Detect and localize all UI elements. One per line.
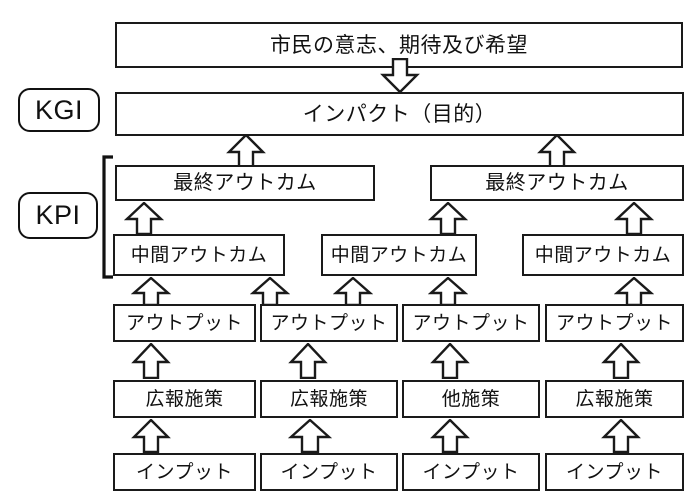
arrow-up-input-1-to-policy-1 [131, 419, 171, 453]
arrow-up-output-1-to-mid-1 [131, 277, 171, 306]
intermediate-outcome-box-3: 中間アウトカム [522, 234, 684, 276]
output-label-2: アウトプット [270, 312, 388, 334]
arrow-up-mid-outcome-2-to-final-2 [428, 202, 468, 235]
impact-label: インパクト（目的） [302, 102, 497, 126]
arrow-up-policy-4-to-output-4 [601, 343, 641, 379]
input-box-4: インプット [545, 453, 684, 491]
citizens-will-label: 市民の意志、期待及び希望 [270, 33, 528, 57]
input-label-4: インプット [566, 461, 663, 483]
arrow-up-input-3-to-policy-3 [430, 419, 470, 453]
arrow-up-input-4-to-policy-4 [601, 419, 641, 453]
output-label-1: アウトプット [125, 312, 243, 334]
arrow-up-final-outcome-1-to-impact [226, 134, 266, 168]
input-label-1: インプット [136, 461, 233, 483]
kpi-tag: KPI [18, 192, 98, 239]
intermediate-outcome-label-3: 中間アウトカム [534, 244, 672, 266]
arrow-up-final-outcome-2-to-impact [537, 134, 577, 168]
input-box-3: インプット [402, 453, 540, 491]
final-outcome-box-1: 最終アウトカム [115, 165, 375, 201]
arrow-up-mid-outcome-1-to-final-1 [124, 202, 164, 235]
policy-label-4: 広報施策 [575, 388, 654, 410]
output-box-3: アウトプット [402, 304, 540, 342]
intermediate-outcome-box-2: 中間アウトカム [321, 234, 477, 276]
policy-label-3: 他施策 [441, 388, 501, 410]
output-label-4: アウトプット [555, 312, 673, 334]
intermediate-outcome-box-1: 中間アウトカム [113, 234, 285, 276]
output-label-3: アウトプット [412, 312, 530, 334]
input-box-2: インプット [260, 453, 398, 491]
arrow-up-policy-1-to-output-1 [131, 343, 171, 379]
kgi-tag: KGI [18, 88, 100, 132]
arrow-up-input-2-to-policy-2 [288, 419, 332, 453]
output-box-2: アウトプット [260, 304, 398, 342]
input-label-3: インプット [422, 461, 520, 483]
policy-label-2: 広報施策 [289, 388, 368, 410]
policy-box-1: 広報施策 [113, 380, 256, 418]
input-label-2: インプット [280, 461, 378, 483]
arrow-up-output-3-to-mid-2 [428, 277, 468, 306]
policy-box-4: 広報施策 [545, 380, 684, 418]
arrow-down-will-to-impact [380, 58, 420, 94]
final-outcome-label-2: 最終アウトカム [485, 172, 629, 194]
impact-box: インパクト（目的） [115, 92, 684, 136]
kgi-tag-label: KGI [34, 94, 83, 125]
intermediate-outcome-label-1: 中間アウトカム [130, 244, 268, 266]
policy-box-2: 広報施策 [260, 380, 398, 418]
final-outcome-box-2: 最終アウトカム [430, 165, 684, 201]
final-outcome-label-1: 最終アウトカム [173, 172, 317, 194]
policy-box-3: 他施策 [402, 380, 540, 418]
arrow-up-mid-outcome-3-to-final-2 [614, 202, 654, 235]
policy-label-1: 広報施策 [145, 388, 224, 410]
arrow-up-output-4-to-mid-3 [614, 277, 654, 306]
intermediate-outcome-label-2: 中間アウトカム [330, 244, 468, 266]
output-box-1: アウトプット [113, 304, 256, 342]
arrow-up-output-2-to-mid-1 [250, 277, 290, 306]
kpi-tag-label: KPI [35, 200, 81, 230]
arrow-up-policy-3-to-output-3 [430, 343, 470, 379]
output-box-4: アウトプット [545, 304, 684, 342]
arrow-up-policy-2-to-output-2 [288, 343, 328, 379]
input-box-1: インプット [113, 453, 256, 491]
kpi-bracket [102, 155, 113, 279]
arrow-up-output-2-to-mid-2 [333, 277, 373, 306]
